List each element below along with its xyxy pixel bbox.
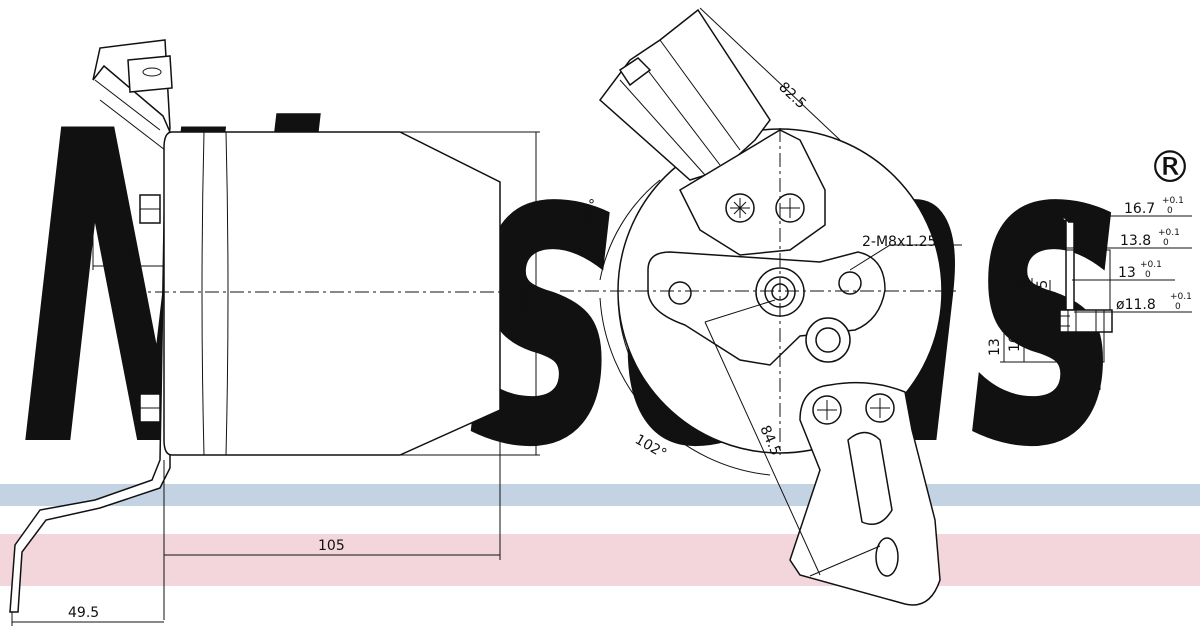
dim-foot-length: 49.5 (68, 605, 99, 621)
port-fitting-neck (1069, 331, 1105, 363)
port-d4-tol-upper: +0.1 (1170, 292, 1192, 302)
lower-bolt-right (865, 393, 895, 423)
upper-arm-block (598, 8, 771, 181)
port-d1-tol-lower: 0 (1167, 206, 1173, 216)
side-view: 23 ø99 105 49.5 (9, 39, 540, 626)
dim-line-82-5 (699, 7, 841, 141)
flange-hole-left (668, 281, 692, 305)
watermark-registered-mark: ® (1148, 142, 1192, 193)
port-h1: 4.9 (1017, 280, 1033, 302)
port-detail-view: 16.7 +0.1 0 13.8 +0.1 0 13 +0.1 0 ø11.8 … (987, 196, 1192, 390)
drier-cylinder-body (163, 131, 501, 456)
port-h4: 10 (1007, 334, 1023, 352)
upper-flange-bolt-right (775, 193, 805, 223)
port-d2-value: 13.8 (1120, 233, 1151, 249)
upper-flange-plate (679, 129, 826, 256)
dim-diameter: ø99 (516, 286, 532, 312)
port-pipe (1075, 362, 1101, 390)
outlet-port (805, 317, 851, 363)
bracket-tab (127, 55, 173, 93)
port-d4-tol-lower: 0 (1175, 302, 1181, 312)
clamp-arc (617, 295, 701, 441)
port-d3-tol-upper: +0.1 (1140, 260, 1162, 270)
thread-spec-label: 2-M8x1.25 (862, 234, 936, 250)
port-d2-tol-lower: 0 (1163, 238, 1169, 248)
upper-arm-ribs (619, 39, 741, 176)
port-h3: 13 (987, 338, 1003, 356)
port-d3-value: 13 (1118, 265, 1136, 281)
port-nut-threads (1067, 310, 1105, 332)
port-d1-tol-upper: +0.1 (1162, 196, 1184, 206)
watermark-pink-band (0, 534, 1200, 586)
lower-bracket-hole (875, 537, 899, 577)
thread-leader (849, 244, 962, 271)
lower-bolt-left (812, 395, 842, 425)
clamp-screw-top (139, 194, 161, 224)
angle-arc-46 (599, 179, 661, 281)
cylinder-band (201, 131, 229, 456)
lower-bracket-slot (847, 431, 893, 525)
port-d1-value: 16.7 (1124, 201, 1155, 217)
port-d3-tol-lower: 0 (1145, 270, 1151, 280)
port-h2: 1.5 (1035, 280, 1051, 302)
dim-line-84-5 (704, 321, 821, 576)
flange-hole-right (838, 271, 862, 295)
port-d2-tol-upper: +0.1 (1158, 228, 1180, 238)
angle-arc-102 (599, 297, 771, 476)
upper-arm-cap (618, 57, 652, 87)
clamp-screw-bottom (139, 393, 161, 423)
port-d4-value: ø11.8 (1116, 297, 1156, 313)
bracket-edge (94, 79, 166, 151)
dim-bracket-offset: 23 (118, 248, 136, 264)
bracket-slot-hole (142, 67, 162, 77)
upper-flange-bolt-left (725, 193, 755, 223)
dim-body-length: 105 (318, 538, 345, 554)
